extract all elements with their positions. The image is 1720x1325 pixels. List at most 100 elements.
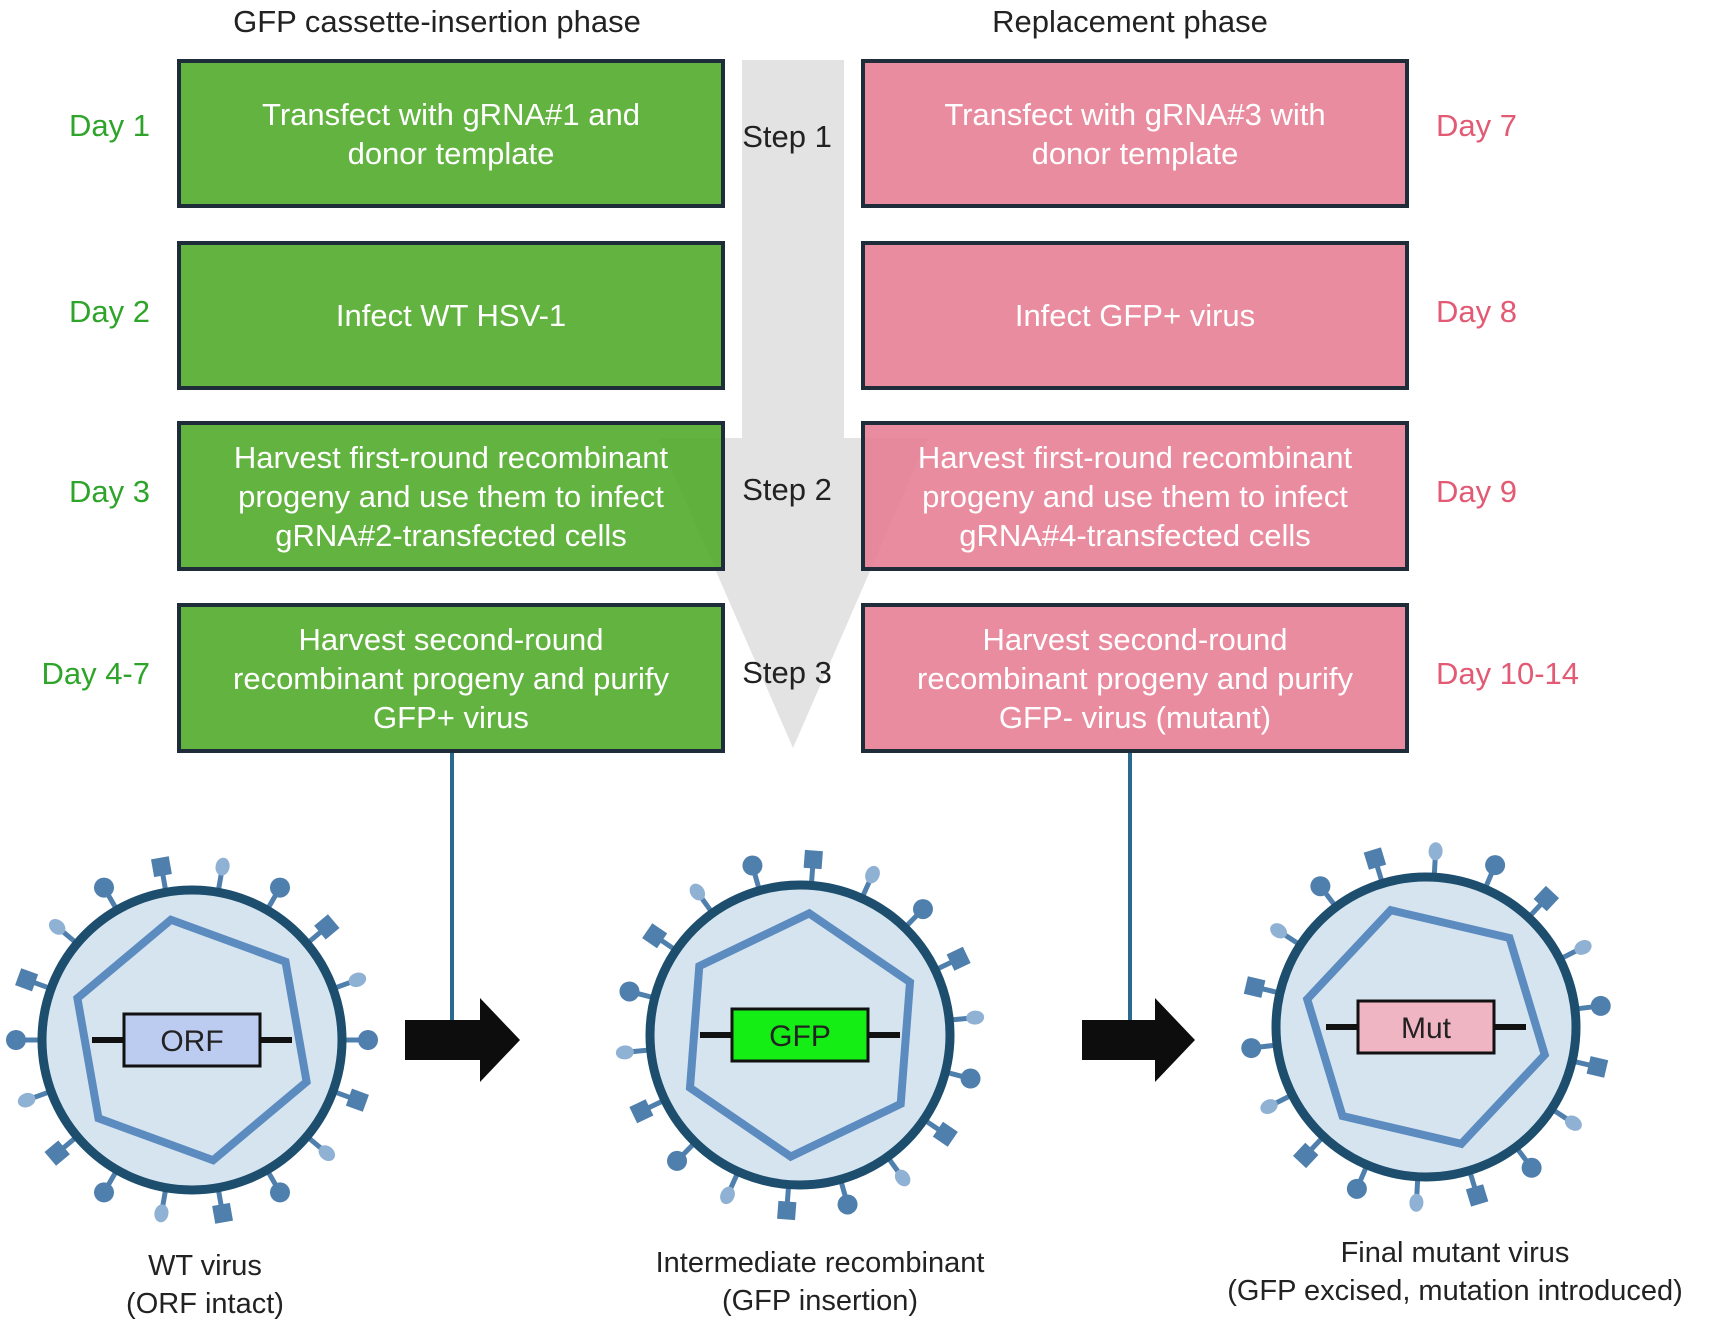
virus-spike	[335, 972, 367, 990]
virus-spike	[1292, 1137, 1323, 1169]
step3-right-text: Harvest first-round recombinant progeny …	[917, 439, 1353, 553]
virus-spike	[1363, 847, 1387, 881]
arrow-wt-to-intermediate	[405, 998, 520, 1082]
virus-spike	[777, 1188, 797, 1221]
step4-right-text: Harvest second-round recombinant progeny…	[917, 621, 1353, 735]
gene-label: Mut	[1401, 1012, 1452, 1045]
virus-spike	[948, 1068, 981, 1089]
step1-left-text: Transfect with gRNA#1 and donor template	[262, 96, 640, 171]
arrow-intermediate-to-final	[1082, 998, 1195, 1082]
step1-left-box: Transfect with gRNA#1 and donor template	[177, 59, 725, 208]
step-label-2: Step 2	[742, 472, 832, 507]
gene-label: GFP	[769, 1020, 831, 1053]
wt-virus: ORF	[6, 856, 378, 1224]
virus-spike	[1346, 1167, 1368, 1199]
virus-spike	[925, 1119, 958, 1147]
day-label-left-4: Day 4-7	[41, 656, 150, 691]
gene-label: ORF	[160, 1025, 223, 1058]
day-label-left-1: Day 1	[69, 108, 150, 143]
virus-spike	[887, 1158, 911, 1187]
virus-spike	[44, 1137, 76, 1166]
virus-spike	[615, 1045, 648, 1060]
step4-left-text: Harvest second-round recombinant progeny…	[233, 621, 669, 735]
virus-spike	[1562, 939, 1592, 960]
day-label-right-1: Day 7	[1436, 108, 1517, 143]
virus-spike	[6, 1030, 38, 1050]
virus-spike	[15, 968, 49, 992]
day-label-left-3: Day 3	[69, 474, 150, 509]
gene-box	[730, 1007, 870, 1063]
step1-right-text: Transfect with gRNA#3 with donor templat…	[944, 96, 1326, 171]
day-label-right-4: Day 10-14	[1436, 656, 1580, 691]
step3-right-box: Harvest first-round recombinant progeny …	[861, 421, 1409, 571]
virus-spike	[720, 1174, 739, 1205]
left-phase-title: GFP cassette-insertion phase	[233, 4, 641, 39]
virus-spike	[1529, 885, 1560, 917]
virus-spike	[937, 946, 971, 971]
virus-spike	[266, 877, 290, 908]
virus-capsid	[685, 908, 915, 1162]
virus-spike	[94, 1172, 118, 1203]
step2-right-box: Infect GFP+ virus	[861, 241, 1409, 390]
step2-left-box: Infect WT HSV-1	[177, 241, 725, 390]
day-label-left-2: Day 2	[69, 294, 150, 329]
virus-spike	[619, 981, 652, 1002]
final-virus-label: Final mutant virus (GFP excised, mutatio…	[1227, 1237, 1683, 1307]
virus-spike	[689, 883, 713, 912]
virus-spike	[952, 1010, 985, 1025]
virus-spike	[905, 899, 933, 927]
step-label-1: Step 1	[742, 119, 832, 154]
virus-spike	[266, 1172, 290, 1203]
virus-spike	[1310, 876, 1336, 906]
virus-spike	[1241, 1038, 1274, 1059]
virus-spike	[742, 855, 763, 888]
virus-spike	[48, 918, 76, 943]
virus-spike	[151, 856, 172, 889]
step4-right-box: Harvest second-round recombinant progeny…	[861, 603, 1409, 753]
virus-spike	[212, 1191, 233, 1224]
step2-left-text: Infect WT HSV-1	[335, 298, 567, 333]
gene-box	[1356, 999, 1496, 1055]
step4-left-box: Harvest second-round recombinant progeny…	[177, 603, 725, 753]
step-label-3: Step 3	[742, 655, 832, 690]
right-phase-title: Replacement phase	[992, 4, 1268, 39]
virus-spike	[629, 1099, 663, 1124]
virus-spike	[335, 1088, 369, 1112]
virus-spike	[215, 857, 230, 889]
virus-spike	[803, 849, 823, 882]
virus-spike	[1465, 1173, 1489, 1207]
day-label-right-3: Day 9	[1436, 474, 1517, 509]
step1-right-box: Transfect with gRNA#3 with donor templat…	[861, 59, 1409, 208]
virus-spike	[667, 1143, 695, 1171]
virus-spike	[1270, 923, 1299, 945]
virus-capsid	[73, 915, 311, 1165]
process-flow-arrow	[658, 60, 928, 748]
gene-box	[122, 1012, 262, 1068]
intermediate-virus-label: Intermediate recombinant (GFP insertion)	[655, 1247, 985, 1317]
virus-spike	[94, 877, 118, 908]
virus-spike	[1575, 1056, 1609, 1078]
virus-spike	[1578, 995, 1611, 1016]
virus-spike	[837, 1182, 858, 1215]
virus-spike	[1484, 855, 1506, 887]
step2-right-text: Infect GFP+ virus	[1014, 298, 1256, 333]
virus-spike	[1409, 1180, 1424, 1212]
virus-spike	[17, 1090, 49, 1108]
virus-spike	[346, 1030, 378, 1050]
intermediate-virus: GFP	[615, 849, 985, 1221]
virus-spike	[1260, 1094, 1290, 1115]
final-virus: Mut	[1241, 842, 1611, 1212]
day-label-right-2: Day 8	[1436, 294, 1517, 329]
virus-capsid	[1302, 905, 1550, 1149]
virus-spike	[861, 865, 880, 896]
step3-left-text: Harvest first-round recombinant progeny …	[233, 439, 669, 553]
virus-spike	[1516, 1148, 1542, 1178]
virus-spike	[1243, 976, 1277, 998]
virus-spike	[154, 1191, 169, 1223]
virus-spike	[642, 923, 675, 951]
virus-spike	[1553, 1109, 1582, 1131]
virus-spike	[308, 1137, 336, 1162]
virus-spike	[308, 914, 340, 943]
